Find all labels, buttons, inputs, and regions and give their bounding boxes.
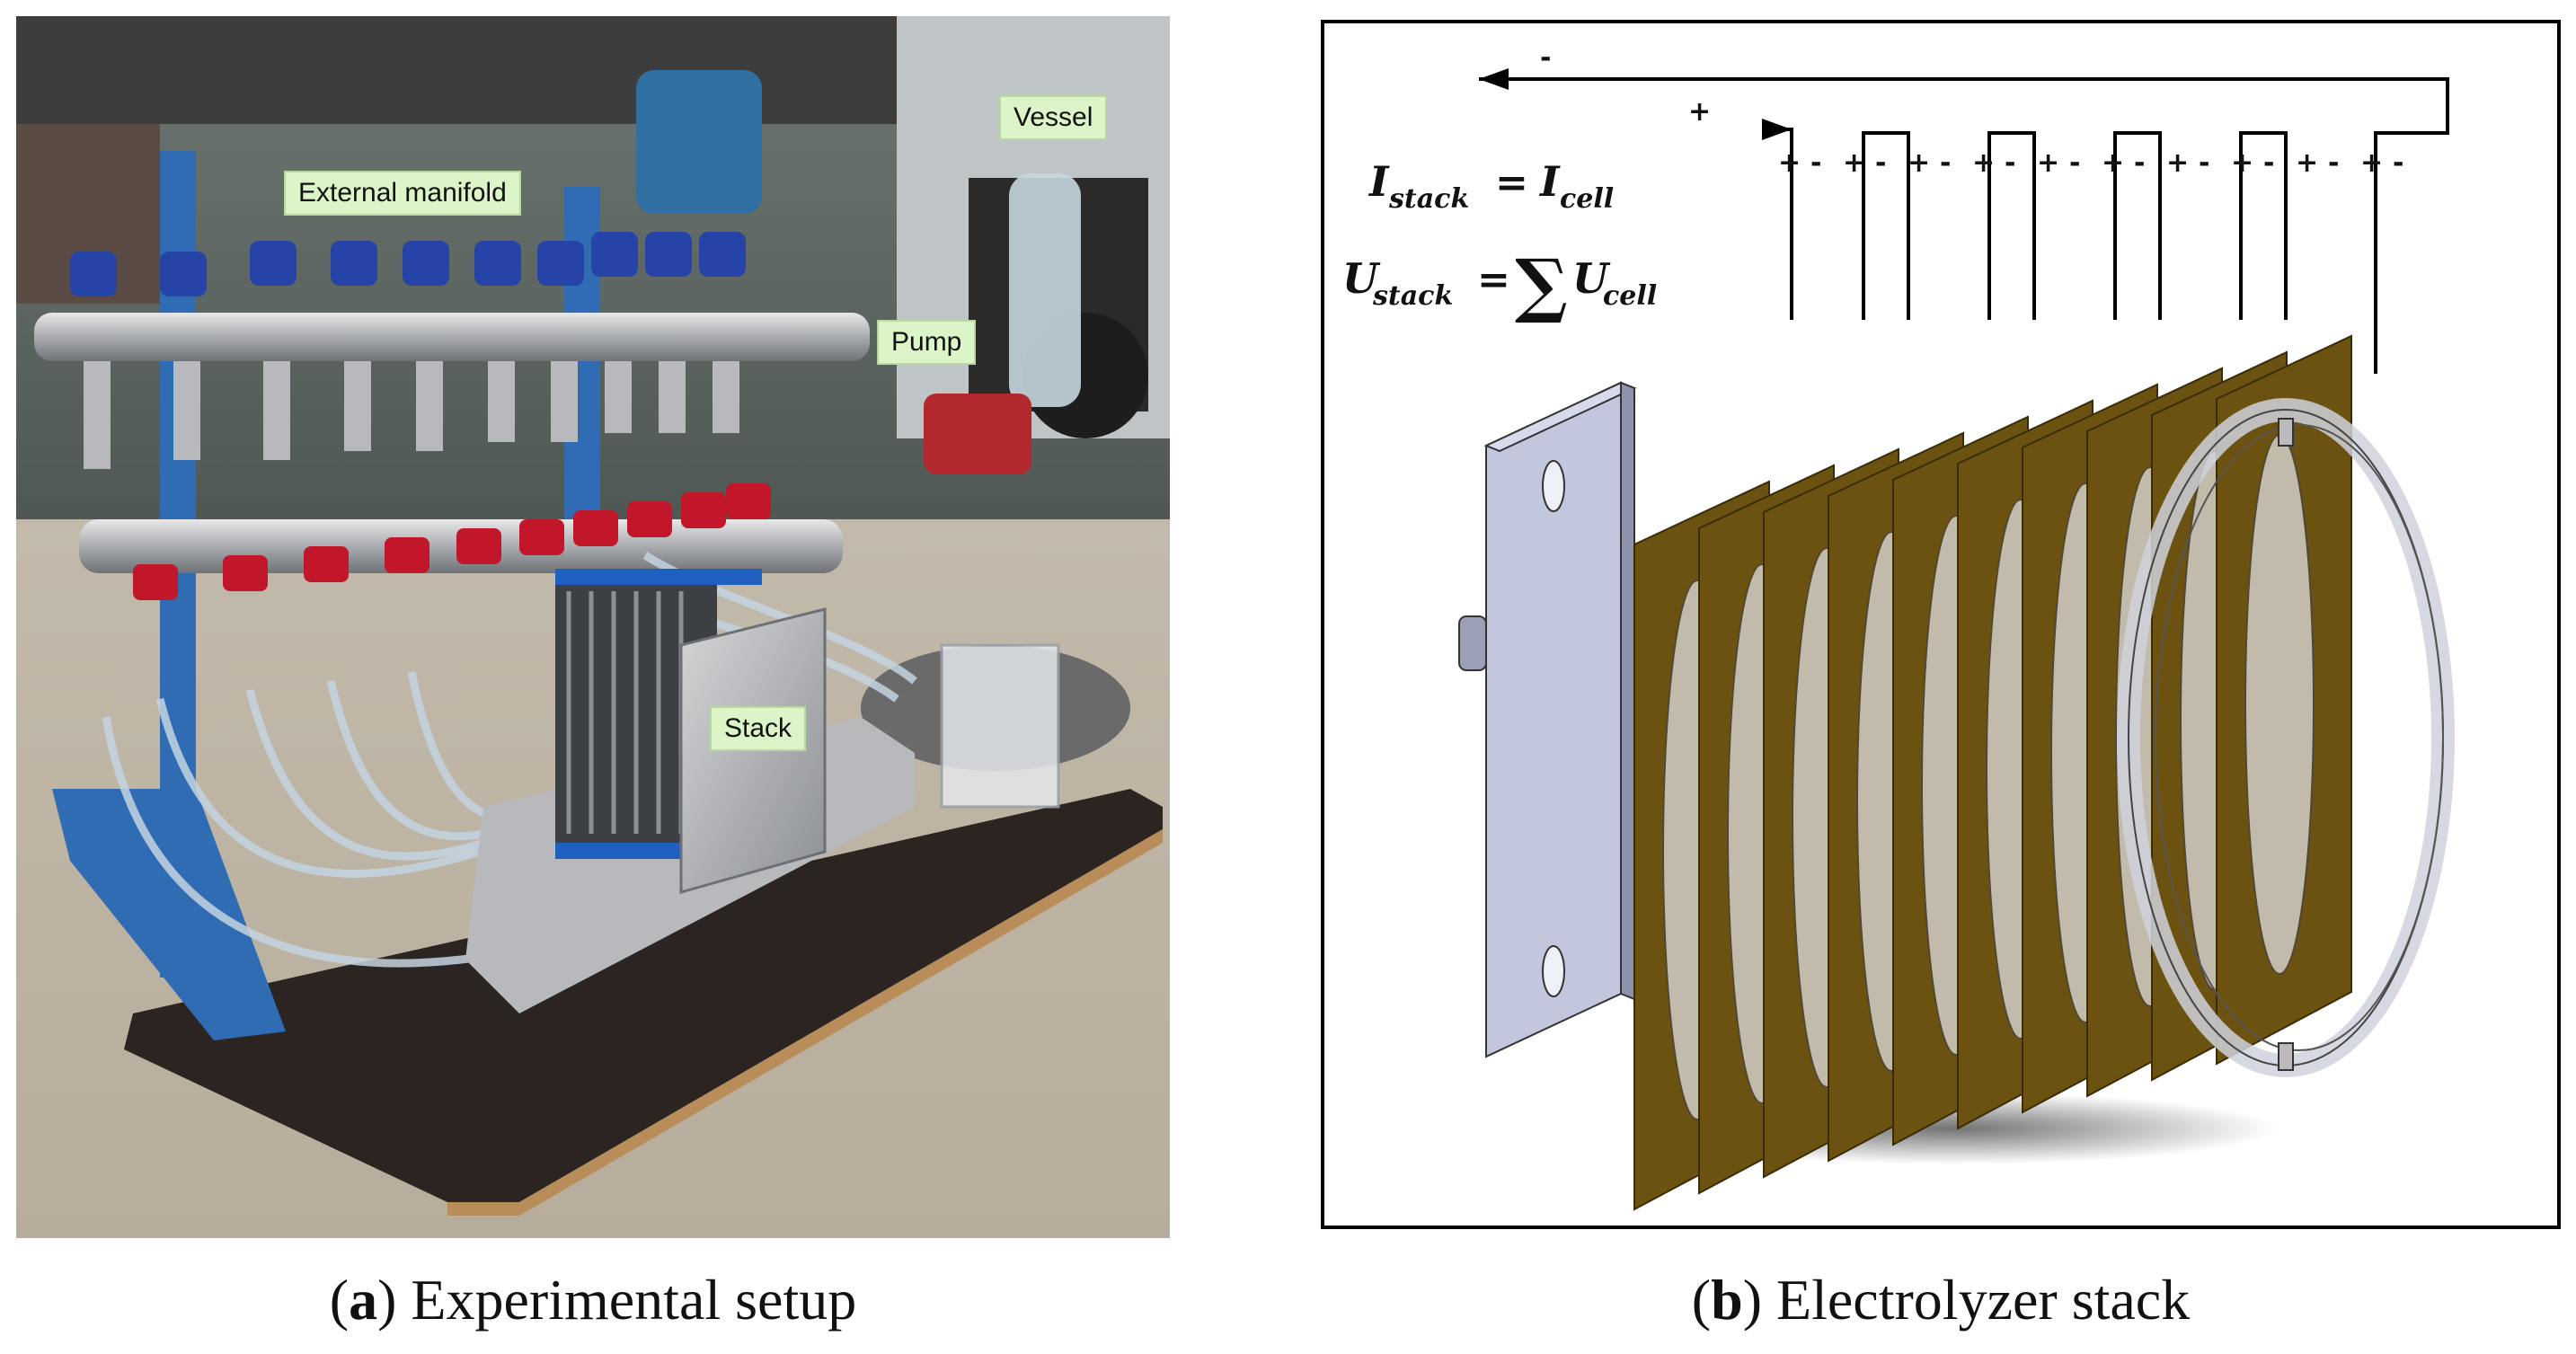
current-symbol: I — [1368, 157, 1390, 206]
label-pump: Pump — [877, 320, 977, 365]
top-minus-sign: - — [1540, 42, 1551, 74]
caption-b-letter: b — [1711, 1268, 1743, 1332]
caption-b-text: Electrolyzer stack — [1776, 1268, 2191, 1332]
wire-cell-link — [1862, 131, 1910, 320]
label-external-manifold: External manifold — [284, 171, 521, 216]
caption-b: (b) Electrolyzer stack — [1691, 1268, 2191, 1332]
terminal-sign: + — [2296, 147, 2318, 179]
voltage-symbol-right: U — [1572, 254, 1611, 303]
caption-a: (a) Experimental setup — [329, 1268, 857, 1332]
current-sub-cell: cell — [1560, 183, 1614, 215]
ring-port-top — [2278, 418, 2294, 447]
caption-a-text: Experimental setup — [411, 1268, 857, 1332]
terminal-sign: + — [1843, 147, 1865, 179]
label-vessel: Vessel — [999, 95, 1108, 140]
voltage-equals: = — [1477, 257, 1510, 303]
terminal-sign: - — [2393, 147, 2403, 179]
electrode-plate — [2216, 334, 2352, 1066]
terminal-sign: - — [1940, 147, 1951, 179]
label-stack: Stack — [710, 706, 807, 751]
stack-drawing: - + +-+-+-+-+-+-+-+-+-+- I stack = I cel… — [1342, 42, 2455, 1211]
terminal-sign: - — [1875, 147, 1886, 179]
terminal-sign: - — [1810, 147, 1821, 179]
experimental-setup-photo: External manifold Vessel Pump Stack — [16, 16, 1170, 1238]
end-plate-nozzle — [1458, 615, 1487, 671]
ring-port-bottom — [2278, 1042, 2294, 1071]
current-symbol-right: I — [1538, 157, 1561, 206]
voltage-equation: U stack = ∑ U cell — [1342, 244, 1657, 326]
voltage-sub-cell: cell — [1603, 280, 1657, 312]
terminal-sign: - — [2328, 147, 2339, 179]
setup-illustration — [16, 16, 1170, 1238]
current-equals: = — [1495, 160, 1528, 206]
terminal-sign: - — [2263, 147, 2274, 179]
arrow-out-head — [1479, 68, 1509, 90]
terminal-sign: - — [2005, 147, 2015, 179]
terminal-signs: +-+-+-+-+-+-+-+-+-+- — [1778, 147, 2403, 179]
circuit-wires — [1479, 77, 2449, 374]
current-equation: I stack = I cell — [1368, 157, 1614, 215]
seal-ring-inner — [2155, 424, 2444, 1051]
caption-a-letter: a — [349, 1268, 378, 1332]
end-plate-side — [1620, 381, 1635, 1001]
terminal-sign: - — [2134, 147, 2145, 179]
bolt-hole-bottom — [1542, 945, 1565, 997]
wire-cell-link — [1987, 131, 2036, 320]
wire-cell-link — [2113, 131, 2162, 320]
voltage-sub-stack: stack — [1372, 280, 1453, 312]
current-sub-stack: stack — [1388, 183, 1469, 215]
terminal-sign: + — [2231, 147, 2253, 179]
electrode-plates — [1633, 334, 2352, 1211]
terminal-sign: + — [2102, 147, 2124, 179]
terminal-sign: + — [2166, 147, 2189, 179]
terminal-sign: - — [2069, 147, 2080, 179]
terminal-sign: - — [2199, 147, 2209, 179]
wire-negative — [1479, 77, 2449, 374]
terminal-sign: + — [2037, 147, 2059, 179]
wire-cell-link — [2239, 131, 2288, 320]
voltage-symbol: U — [1342, 254, 1381, 303]
arrow-in-head — [1762, 119, 1792, 140]
electrolyzer-stack-diagram: - + +-+-+-+-+-+-+-+-+-+- I stack = I cel… — [1321, 20, 2561, 1229]
terminal-sign: + — [2360, 147, 2383, 179]
top-plus-sign: + — [1688, 96, 1711, 128]
terminal-sign: + — [1778, 147, 1801, 179]
sum-symbol: ∑ — [1515, 244, 1568, 326]
bolt-hole-top — [1542, 460, 1565, 512]
terminal-sign: + — [1908, 147, 1930, 179]
terminal-sign: + — [1972, 147, 1995, 179]
